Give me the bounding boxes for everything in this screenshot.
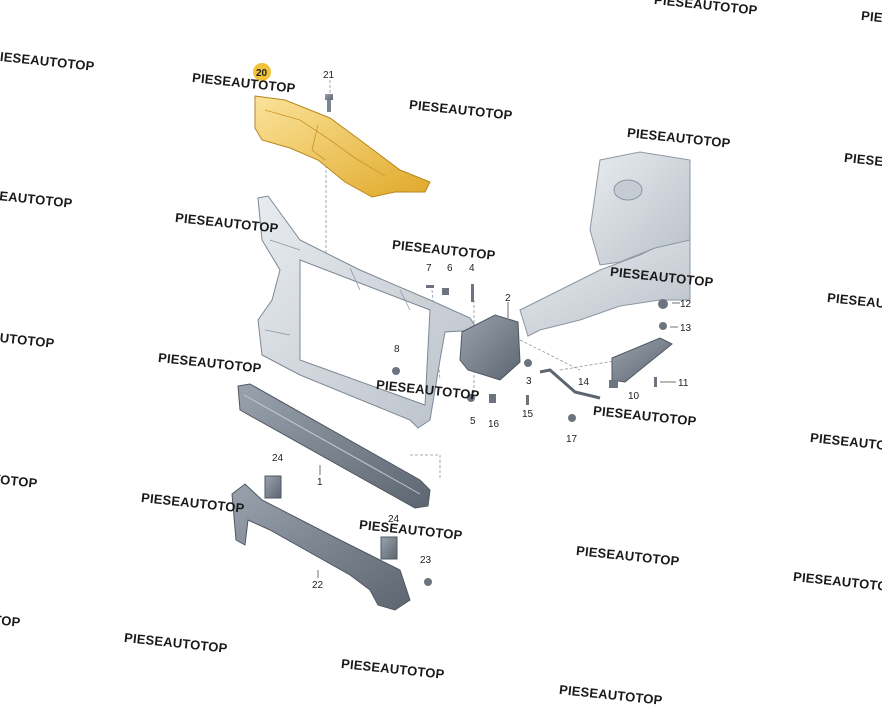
callout-5[interactable]: 5: [470, 416, 476, 427]
callout-8[interactable]: 8: [394, 344, 400, 355]
callout-12[interactable]: 12: [680, 299, 692, 310]
part-20-highlight-badge: [253, 63, 271, 81]
callout-leaders: [317, 302, 680, 578]
callout-3[interactable]: 3: [526, 376, 532, 387]
callout-20[interactable]: 20: [256, 68, 268, 79]
parts-diagram: 20 21 7 6 4 2 8 3 5 16 15 14 17 10 11 12…: [231, 63, 692, 611]
callout-14[interactable]: 14: [578, 377, 590, 388]
callout-16[interactable]: 16: [488, 419, 500, 430]
callout-2[interactable]: 2: [505, 293, 511, 304]
callout-6[interactable]: 6: [447, 263, 453, 274]
callout-21[interactable]: 21: [323, 70, 335, 81]
callout-4[interactable]: 4: [469, 263, 475, 274]
part-side-member[interactable]: [519, 151, 691, 337]
part-24-pad-upper[interactable]: [264, 475, 282, 499]
part-10-bracket[interactable]: [611, 337, 673, 383]
callout-24-upper[interactable]: 24: [272, 453, 284, 464]
part-20-cover-panel[interactable]: [254, 95, 431, 198]
callout-22[interactable]: 22: [312, 580, 324, 591]
callout-24-lower[interactable]: 24: [388, 514, 400, 525]
callout-7[interactable]: 7: [426, 263, 432, 274]
part-24-pad-lower[interactable]: [380, 536, 398, 560]
callout-15[interactable]: 15: [522, 409, 534, 420]
callout-17[interactable]: 17: [566, 434, 578, 445]
part-1-bumper-beam[interactable]: [237, 383, 431, 509]
callout-1[interactable]: 1: [317, 477, 323, 488]
part-14-bracket[interactable]: [539, 368, 601, 400]
part-22-lower-crossmember[interactable]: [231, 483, 411, 611]
callout-10[interactable]: 10: [628, 391, 640, 402]
callout-23[interactable]: 23: [420, 555, 432, 566]
callout-11[interactable]: 11: [678, 378, 689, 389]
part-21-clip[interactable]: [325, 94, 333, 112]
small-fasteners[interactable]: [392, 284, 668, 586]
part-2-bracket[interactable]: [459, 314, 521, 381]
callout-13[interactable]: 13: [680, 323, 692, 334]
